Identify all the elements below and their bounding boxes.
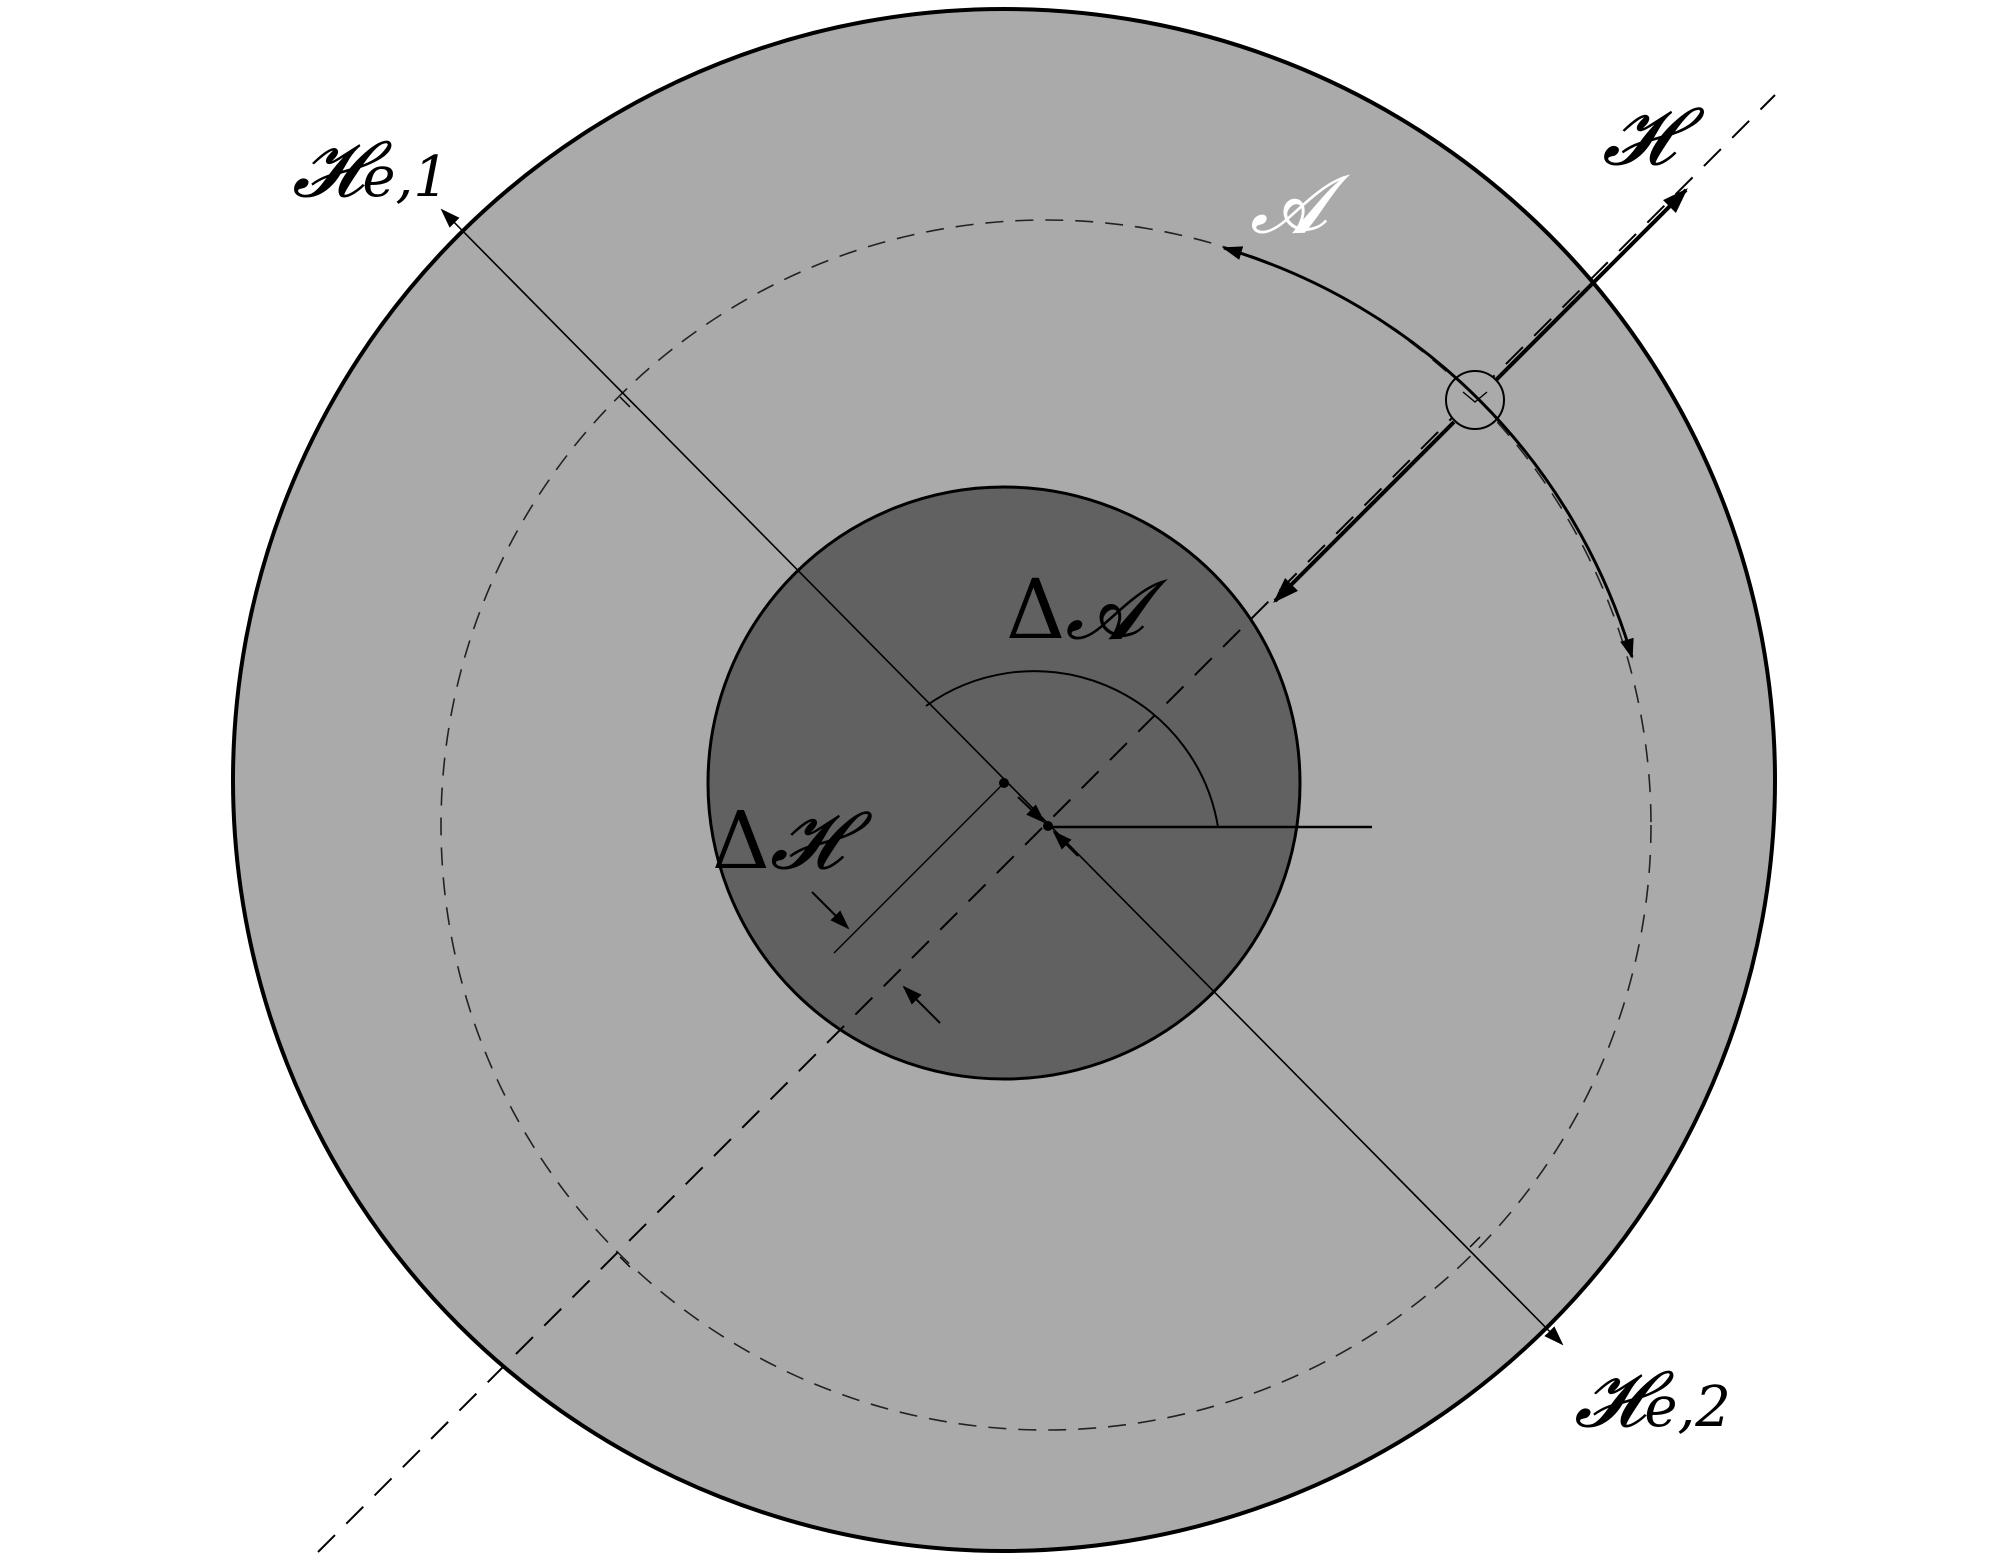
satellite-circle-icon — [1445, 370, 1505, 430]
orbit-tick-3 — [1469, 1236, 1481, 1248]
orbit-tick-2 — [619, 1256, 631, 1268]
delta-a-angle-arc — [925, 670, 1219, 828]
delta-h-offset-line — [833, 782, 1005, 954]
delta-h-dim-arrow-1 — [811, 891, 850, 930]
delta-h-dim-arrow-2 — [902, 985, 941, 1024]
h-axis-dashed-line — [317, 94, 1776, 1553]
offset-center-dot — [1043, 821, 1053, 831]
label-delta-a: Δ𝓐 — [1006, 563, 1168, 658]
center-delta-arrow-2 — [1052, 830, 1079, 857]
label-h: 𝓗 — [1602, 90, 1705, 183]
a-orbit-arc-arrow — [1222, 246, 1634, 659]
center-delta-arrow-1 — [1017, 796, 1046, 824]
he1-he2-axis-line — [440, 208, 1564, 1346]
orbit-tick-1 — [619, 396, 631, 408]
label-he1: 𝓗e,1 — [292, 125, 449, 215]
label-he2: 𝓗e,2 — [1574, 1355, 1731, 1445]
inner-center-dot — [999, 778, 1009, 788]
